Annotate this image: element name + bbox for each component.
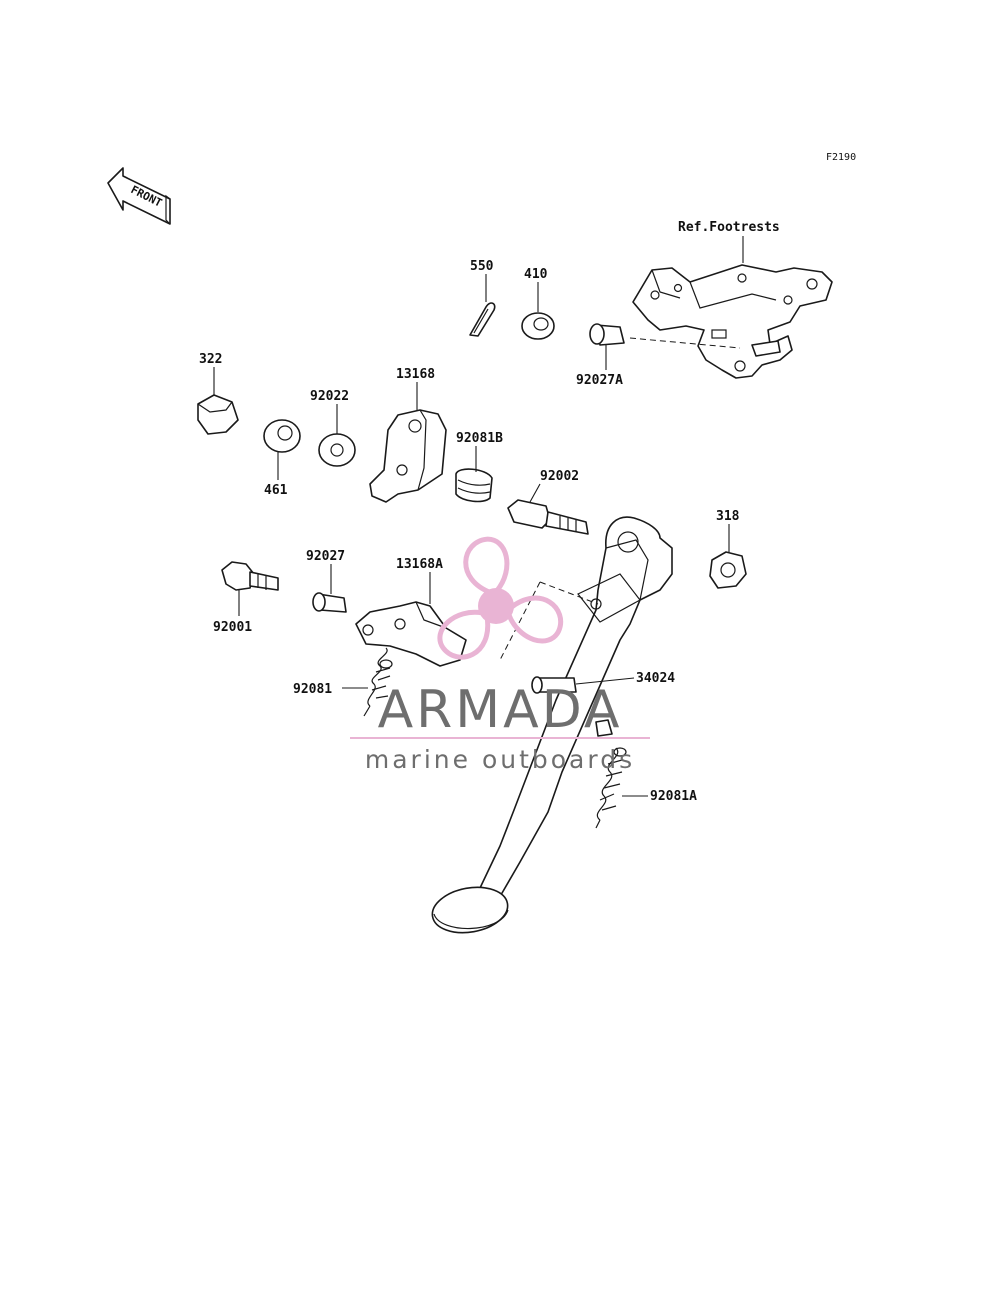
propeller-logo-icon: [437, 536, 563, 660]
cap-nut-322: [197, 394, 239, 435]
propeller-blade: [506, 595, 563, 644]
part-label-92027A: 92027A: [576, 373, 623, 388]
side-stand: [431, 516, 673, 934]
part-label-92081: 92081: [293, 682, 332, 697]
part-label-34024: 34024: [636, 671, 675, 686]
part-label-92027: 92027: [306, 549, 345, 564]
cotter-pin-550: [469, 302, 496, 337]
part-label-461: 461: [264, 483, 288, 498]
part-label-92022: 92022: [310, 389, 349, 404]
spring-92081: [363, 647, 393, 717]
part-label-322: 322: [199, 352, 222, 367]
collar-92027a: [589, 323, 625, 346]
bolt-92001: [221, 561, 279, 591]
propeller-blade: [437, 609, 491, 660]
plate-13168a: [355, 601, 467, 667]
part-label-92081A: 92081A: [650, 789, 697, 804]
plate-13168: [369, 409, 447, 503]
spring-92081a: [595, 747, 627, 829]
propeller-blade: [463, 536, 510, 596]
washer-92022: [318, 433, 356, 467]
nut-318: [709, 551, 747, 589]
front-arrow-icon: FRONT: [107, 167, 171, 225]
part-label-92001: 92001: [213, 620, 252, 635]
figure-code: F2190: [826, 152, 856, 163]
watermark-subtitle: marine outboards: [365, 745, 635, 774]
watermark-title: ARMADA: [378, 680, 623, 740]
armada-watermark: ARMADA marine outboards: [350, 536, 650, 774]
part-label-318: 318: [716, 509, 740, 524]
bushing-461: [263, 419, 301, 453]
footrest-bracket: [632, 264, 833, 379]
part-label-410: 410: [524, 267, 548, 282]
part-label-92002: 92002: [540, 469, 579, 484]
part-label-13168A: 13168A: [396, 557, 443, 572]
watermark-rule: [350, 737, 650, 739]
part-label-13168: 13168: [396, 367, 435, 382]
pin-34024: [531, 676, 613, 737]
collar-92027: [312, 592, 347, 613]
reference-label: Ref.Footrests: [678, 220, 780, 235]
part-label-92081B: 92081B: [456, 431, 503, 446]
spring-92081b: [455, 468, 493, 503]
bolt-92002: [507, 499, 589, 535]
part-label-550: 550: [470, 259, 494, 274]
washer-410: [521, 312, 555, 340]
